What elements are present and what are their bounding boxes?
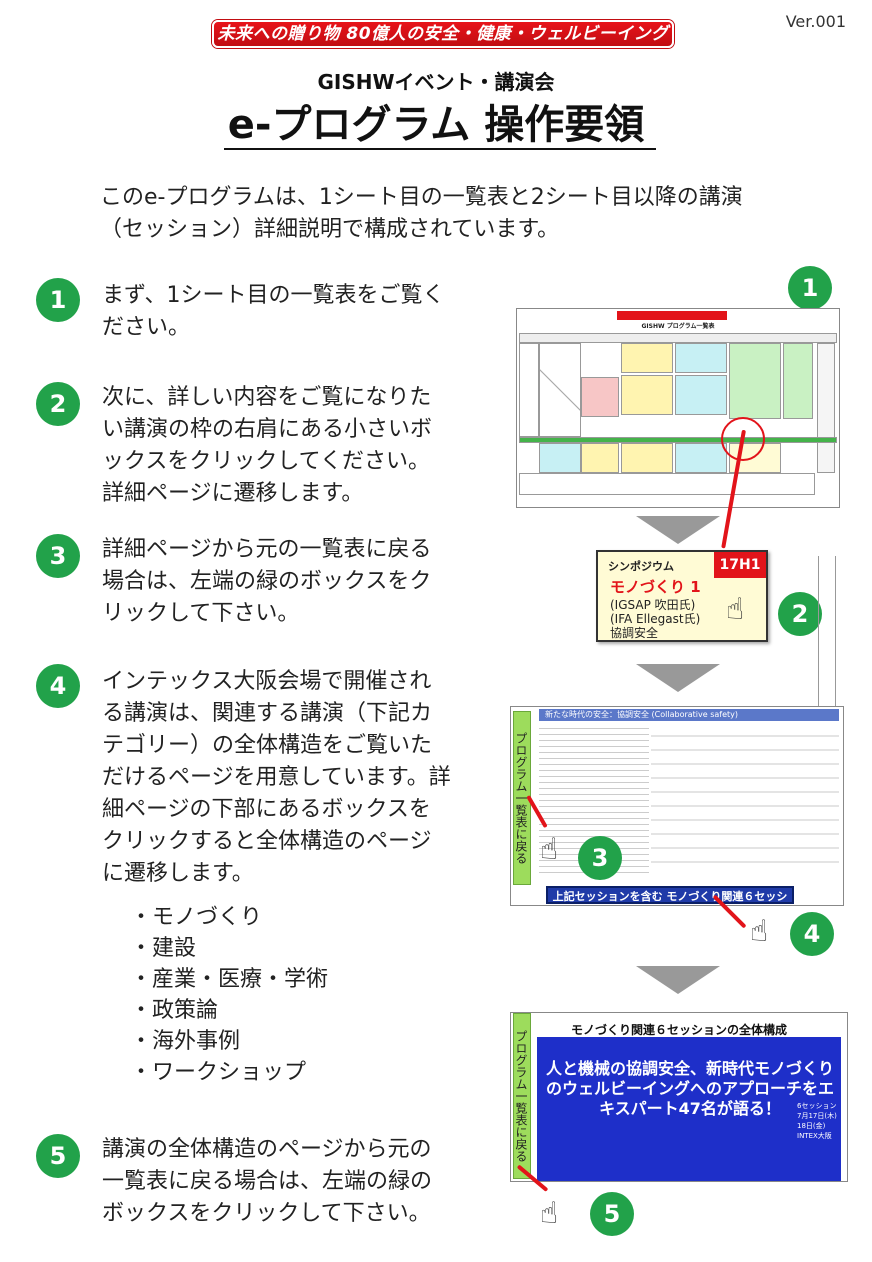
session-cell [621, 343, 673, 373]
pointer-hand-icon: ☝ [726, 592, 745, 627]
speaker-2: (IFA Ellegast氏) [610, 612, 701, 626]
figure-3-badge: 3 [578, 836, 622, 880]
figure-4-badge: 4 [790, 912, 834, 956]
session-code-box[interactable]: 17H1 [714, 552, 766, 578]
category-item: モノづくり [130, 902, 328, 933]
page-title: e-プログラム 操作要領 [227, 102, 645, 148]
step-3-badge: 3 [36, 534, 80, 578]
back-to-list-button[interactable]: プログラム一覧表に戻る [513, 711, 531, 885]
step-3-text: 詳細ページから元の一覧表に戻る場合は、左端の緑のボックスをクリックして下さい。 [102, 537, 432, 626]
figure-3-detail-page: プログラム一覧表に戻る 新たな時代の安全：協調安全 (Collaborative… [510, 706, 844, 906]
session-cell [675, 443, 727, 473]
session-cell [783, 343, 813, 419]
event-banner: 未来への贈り物 80億人の安全・健康・ウェルビーイング [212, 20, 674, 48]
session-topic: 協調安全 [610, 626, 659, 640]
session-cell [539, 443, 581, 473]
session-title: モノづくり 1 [610, 578, 701, 596]
step-1-badge: 1 [36, 278, 80, 322]
step-4-text: インテックス大阪会場で開催される講演は、関連する講演（下記カテゴリー）の全体構造… [102, 669, 451, 886]
version-label: Ver.001 [785, 12, 846, 31]
table-bottom [519, 473, 815, 495]
session-cell [729, 343, 781, 419]
speaker-list-block [651, 723, 839, 873]
structure-headline: 人と機械の協調安全、新時代モノづくりのウェルビーイングへのアプローチをエキスパー… [545, 1059, 834, 1118]
structure-banner: 人と機械の協調安全、新時代モノづくりのウェルビーイングへのアプローチをエキスパー… [537, 1037, 841, 1181]
arrow-down-3 [636, 966, 720, 994]
category-list: モノづくり 建設 産業・医療・学術 政策論 海外事例 ワークショップ [130, 902, 328, 1088]
mini-table-title: GISHW プログラム一覧表 [641, 323, 715, 330]
session-speakers: (IGSAP 吹田氏) (IFA Ellegast氏) 協調安全 [610, 598, 700, 640]
speaker-1: (IGSAP 吹田氏) [610, 598, 696, 612]
step-4-badge: 4 [36, 664, 80, 708]
connector-line [818, 556, 836, 706]
intro-text: このe-プログラムは、1シート目の一覧表と2シート目以降の講演（セッション）詳細… [100, 185, 743, 242]
step-5-text: 講演の全体構造のページから元の一覧表に戻る場合は、左端の緑のボックスをクリックし… [102, 1137, 433, 1226]
structure-info: 6セッション 7月17日(木) 18日(金) INTEX大阪 [797, 1102, 837, 1140]
table-header-row [519, 333, 837, 343]
arrow-down-2 [636, 664, 720, 692]
detail-header: 新たな時代の安全：協調安全 (Collaborative safety) [539, 709, 839, 721]
category-item: ワークショップ [130, 1057, 328, 1088]
session-cell [621, 375, 673, 415]
highlight-circle [721, 417, 765, 461]
pointer-hand-icon: ☝ [540, 1196, 559, 1231]
step-1-text: まず、1シート目の一覧表をご覧ください。 [102, 283, 445, 340]
scroll-col [817, 343, 835, 473]
back-to-list-button[interactable]: プログラム一覧表に戻る [513, 1013, 531, 1179]
mini-banner [617, 311, 727, 320]
figure-2-session-box[interactable]: シンポジウム 17H1 モノづくり 1 (IGSAP 吹田氏) (IFA Ell… [596, 550, 768, 642]
category-item: 海外事例 [130, 1026, 328, 1057]
arrow-down-1 [636, 516, 720, 544]
figure-1-program-table: GISHW プログラム一覧表 [516, 308, 840, 508]
session-cell [581, 443, 619, 473]
break-row [519, 437, 837, 443]
page-subtitle: GISHWイベント・講演会 [317, 70, 555, 94]
category-item: 政策論 [130, 995, 328, 1026]
session-cell [621, 443, 673, 473]
figure-5-badge: 5 [590, 1192, 634, 1236]
figure-2-badge: 2 [778, 592, 822, 636]
step-2-badge: 2 [36, 382, 80, 426]
step-5-badge: 5 [36, 1134, 80, 1178]
time-col [519, 343, 539, 437]
overall-structure-button[interactable]: 上記セッションを含む モノづくり関連６セッションの全体構成 を見る [546, 886, 794, 921]
step-2-text: 次に、詳しい内容をご覧になりたい講演の枠の右肩にある小さいボックスをクリックして… [102, 385, 433, 506]
category-item: 産業・医療・学術 [130, 964, 328, 995]
title-underline [224, 148, 656, 150]
session-cell [581, 377, 619, 417]
session-type: シンポジウム [608, 560, 674, 573]
pointer-hand-icon: ☝ [540, 832, 559, 867]
session-cell [675, 375, 727, 415]
figure-1-badge: 1 [788, 266, 832, 310]
pointer-hand-icon: ☝ [750, 914, 769, 949]
session-cell [675, 343, 727, 373]
structure-header: モノづくり関連６セッションの全体構成 [570, 1023, 787, 1037]
category-item: 建設 [130, 933, 328, 964]
figure-5-structure-page: モノづくり関連６セッションの全体構成 プログラム一覧表に戻る 人と機械の協調安全… [510, 1012, 848, 1182]
empty-cell [539, 343, 581, 437]
